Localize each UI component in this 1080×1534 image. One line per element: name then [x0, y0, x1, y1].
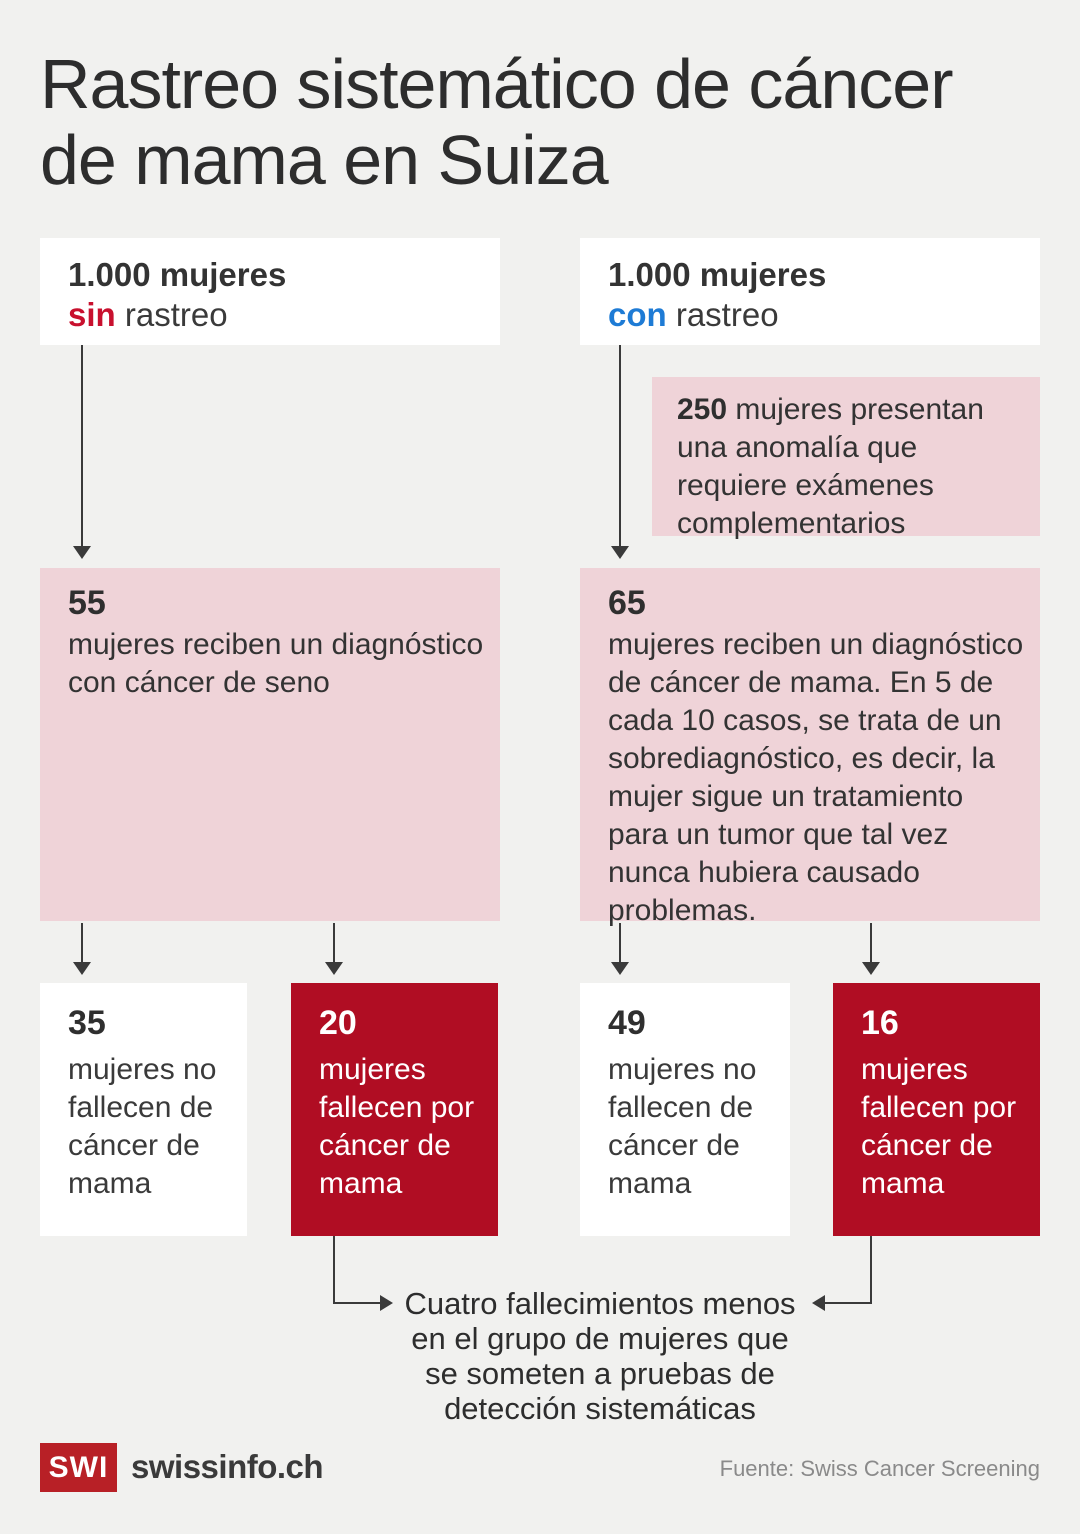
conclusion-line2: en el grupo de mujeres que	[411, 1321, 789, 1356]
deaths-number-sin: 20	[319, 1004, 357, 1042]
connector-vline	[333, 1236, 335, 1304]
page-title: Rastreo sistemático de cáncer de mama en…	[40, 46, 1040, 198]
anomaly-text: mujeres presentan una anomalía que requi…	[677, 393, 984, 540]
survivors-box-sin: 35 mujeres no fallecen de cáncer de mama	[40, 983, 247, 1236]
source-credit: Fuente: Swiss Cancer Screening	[719, 1456, 1040, 1481]
anomaly-box: 250 mujeres presentan una anomalía que r…	[652, 377, 1040, 540]
highlight-sin: sin	[68, 296, 116, 333]
swi-logo: SWI	[40, 1443, 117, 1492]
arrow-head-left-icon	[812, 1295, 825, 1311]
page-title-line2: de mama en Suiza	[40, 121, 609, 199]
conclusion-line4: detección sistemáticas	[444, 1391, 756, 1426]
swi-logo-text: SWI	[48, 1450, 109, 1484]
arrow-head-down-icon	[611, 962, 629, 975]
arrow-line	[81, 345, 83, 547]
diagnosis-box-sin: 55 mujeres reciben un diagnóstico con cá…	[40, 568, 500, 921]
arrow-line	[619, 345, 621, 547]
deaths-text-sin: mujeres fallecen por cáncer de mama	[319, 1053, 475, 1200]
deaths-box-con: 16 mujeres fallecen por cáncer de mama	[833, 983, 1040, 1236]
arrow-head-down-icon	[862, 962, 880, 975]
survivors-text-con: mujeres no fallecen de cáncer de mama	[608, 1053, 757, 1200]
survivors-text-sin: mujeres no fallecen de cáncer de mama	[68, 1053, 217, 1200]
diagnosis-text-sin: mujeres reciben un diagnóstico con cánce…	[68, 628, 484, 699]
population-count-con: 1.000 mujeres	[608, 256, 827, 293]
arrow-head-down-icon	[73, 962, 91, 975]
diagnosis-text-con: mujeres reciben un diagnóstico de cáncer…	[608, 628, 1024, 927]
arrow-line	[870, 923, 872, 964]
page-title-line1: Rastreo sistemático de cáncer	[40, 45, 954, 123]
connector-vline	[870, 1236, 872, 1304]
conclusion-line1: Cuatro fallecimientos menos	[404, 1286, 796, 1321]
arrow-line	[333, 923, 335, 964]
survivors-box-con: 49 mujeres no fallecen de cáncer de mama	[580, 983, 790, 1236]
diagnosis-box-con: 65 mujeres reciben un diagnóstico de cán…	[580, 568, 1040, 927]
brand-name: swissinfo.ch	[131, 1448, 324, 1485]
anomaly-number: 250	[677, 393, 728, 426]
survivors-number-con: 49	[608, 1004, 646, 1042]
diagnosis-number-con: 65	[608, 584, 646, 622]
arrow-line	[81, 923, 83, 964]
population-count-sin: 1.000 mujeres	[68, 256, 287, 293]
deaths-box-sin: 20 mujeres fallecen por cáncer de mama	[291, 983, 498, 1236]
diagnosis-number-sin: 55	[68, 584, 106, 622]
conclusion-text: Cuatro fallecimientos menos en el grupo …	[290, 1286, 910, 1426]
connector-hline	[333, 1302, 380, 1304]
arrow-head-down-icon	[325, 962, 343, 975]
deaths-number-con: 16	[861, 1004, 899, 1042]
conclusion-line3: se someten a pruebas de	[425, 1356, 775, 1391]
population-suffix-con: rastreo	[666, 296, 779, 333]
connector-hline	[825, 1302, 872, 1304]
population-box-con: 1.000 mujeres con rastreo	[580, 238, 1040, 345]
population-label-sin: sin rastreo	[68, 295, 490, 335]
survivors-number-sin: 35	[68, 1004, 106, 1042]
arrow-line	[619, 923, 621, 964]
population-suffix-sin: rastreo	[115, 296, 228, 333]
arrow-head-down-icon	[73, 546, 91, 559]
arrow-head-down-icon	[611, 546, 629, 559]
highlight-con: con	[608, 296, 667, 333]
population-label-con: con rastreo	[608, 295, 1030, 335]
population-box-sin: 1.000 mujeres sin rastreo	[40, 238, 500, 345]
arrow-head-right-icon	[380, 1295, 393, 1311]
deaths-text-con: mujeres fallecen por cáncer de mama	[861, 1053, 1017, 1200]
